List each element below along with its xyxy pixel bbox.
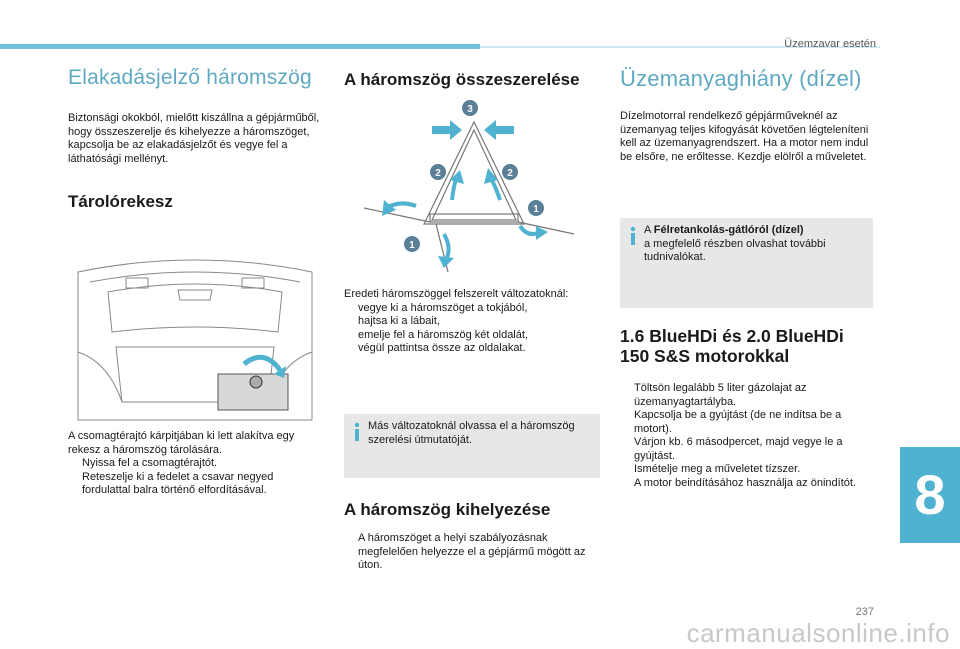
fuel-shortage-title: Üzemanyaghiány (dízel): [620, 66, 862, 91]
placement-title: A háromszög kihelyezése: [344, 500, 551, 519]
list-item: végül pattintsa össze az oldalakat.: [358, 342, 526, 354]
list-item: emelje fel a háromszög két oldalát,: [358, 328, 528, 341]
list-item: A háromszöget a helyi szabályozásnak meg…: [358, 532, 586, 571]
safety-intro: Biztonsági okokból, mielőtt kiszállna a …: [68, 112, 320, 165]
list-item: vegye ki a háromszöget a tokjából,: [358, 301, 528, 314]
info-icon: [354, 422, 360, 441]
info-box-misfuel: A Félretankolás-gátlóról (dízel) a megfe…: [620, 218, 873, 308]
list-item: Ismételje meg a műveletet tízszer.: [634, 463, 801, 475]
arrow-right-icon: [432, 120, 462, 140]
list-item: A motor beindításához használja az önind…: [634, 476, 856, 489]
callout-2-left: 2: [435, 168, 441, 179]
assembly-text: Eredeti háromszöggel felszerelt változat…: [344, 288, 569, 300]
column-right: Üzemanyaghiány (dízel) Dízelmotorral ren…: [620, 60, 876, 164]
placement-section: A háromszög kihelyezése A háromszöget a …: [344, 500, 600, 573]
arrow-left-icon: [484, 120, 514, 140]
fuel-text: Dízelmotorral rendelkező gépjárműveknél …: [620, 110, 869, 163]
storage-section: A csomagtérajtó kárpitjában ki lett alak…: [68, 430, 324, 498]
callout-1-left: 1: [409, 240, 415, 251]
triangle-assembly-illustration: 3 2 2 1 1: [344, 96, 600, 274]
trunk-storage-illustration: [68, 252, 322, 424]
info-rest: a megfelelő részben olvashat további tud…: [644, 237, 826, 264]
info-icon: [630, 226, 636, 245]
list-item: Várjon kb. 6 másodpercet, majd vegye le …: [634, 436, 843, 462]
list-item: hajtsa ki a lábait,: [358, 315, 440, 327]
column-left: Elakadásjelző háromszög Biztonsági okokb…: [68, 60, 324, 212]
warning-triangle-title: Elakadásjelző háromszög: [68, 66, 312, 89]
storage-text: A csomagtérajtó kárpitjában ki lett alak…: [68, 430, 295, 456]
info-box-other-versions: Más változatoknál olvassa el a háromszög…: [344, 414, 600, 478]
list-item: Töltsön legalább 5 liter gázolajat az üz…: [634, 382, 807, 408]
info-bold: Félretankolás-gátlóról (dízel): [653, 224, 804, 236]
chapter-tab: 8: [900, 447, 960, 543]
list-item: Kapcsolja be a gyújtást (de ne indítsa b…: [634, 409, 842, 435]
watermark: carmanualsonline.info: [686, 618, 950, 648]
column-middle: A háromszög összeszerelése: [344, 60, 600, 90]
section-header: Üzemzavar esetén: [784, 38, 876, 50]
rotate-arrow-icon: [242, 354, 283, 372]
assembly-title: A háromszög összeszerelése: [344, 70, 580, 89]
callout-2-right: 2: [507, 168, 513, 179]
page-number: 237: [855, 606, 874, 618]
header-accent-bar: [0, 44, 480, 49]
callout-1-right: 1: [533, 204, 539, 215]
list-item: Nyissa fel a csomagtérajtót.: [82, 457, 218, 469]
assembly-section: Eredeti háromszöggel felszerelt változat…: [344, 288, 600, 356]
list-item: Reteszelje ki a fedelet a csavar negyed …: [82, 470, 274, 497]
storage-title: Tárolórekesz: [68, 192, 173, 211]
header-thin-bar: [480, 46, 880, 48]
callout-3: 3: [467, 104, 473, 115]
info-text: Más változatoknál olvassa el a háromszög…: [368, 420, 575, 446]
